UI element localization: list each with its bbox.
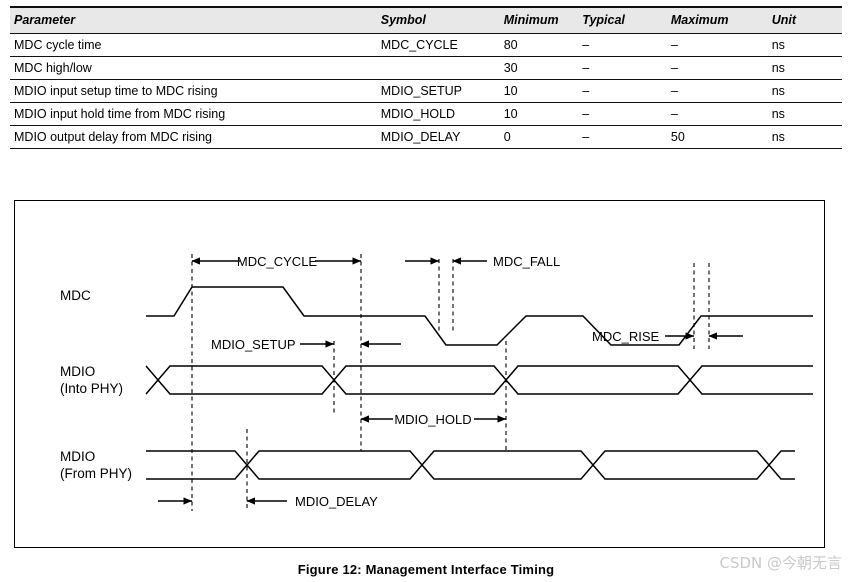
- timing-diagram-figure: MDC_CYCLE MDC_FALL MDC MDC_RISE MDIO_SET…: [14, 200, 825, 548]
- cell-parameter: MDC high/low: [10, 56, 377, 80]
- cell-typical: –: [578, 33, 667, 57]
- measure-mdio-hold: MDIO_HOLD: [360, 412, 506, 427]
- waveform-mdio-from-phy: [146, 450, 795, 480]
- figure-caption: Figure 12: Management Interface Timing: [297, 562, 555, 577]
- column-header-typical: Typical: [578, 6, 667, 34]
- cell-maximum: –: [666, 33, 768, 57]
- cell-unit: ns: [767, 79, 842, 103]
- csdn-watermark: CSDN @今朝无言: [719, 554, 842, 572]
- cell-parameter: MDIO output delay from MDC rising: [10, 125, 377, 149]
- measure-mdc-cycle: MDC_CYCLE: [191, 254, 361, 269]
- cell-unit: ns: [767, 33, 842, 57]
- label-mdio-hold: MDIO_HOLD: [394, 412, 471, 427]
- cell-parameter: MDC cycle time: [10, 33, 377, 57]
- cell-minimum: 30: [499, 56, 579, 80]
- cell-unit: ns: [767, 56, 842, 80]
- cell-symbol: MDIO_DELAY: [376, 125, 500, 149]
- cell-minimum: 0: [499, 125, 579, 149]
- waveform-mdio-into-phy: [145, 365, 813, 395]
- cell-typical: –: [578, 79, 667, 103]
- cell-typical: –: [578, 56, 667, 80]
- column-header-symbol: Symbol: [376, 6, 500, 34]
- signal-label-mdio-from-phy-line2: (From PHY): [60, 466, 132, 481]
- signal-label-mdio-into-phy-line1: MDIO: [60, 364, 95, 379]
- column-header-minimum: Minimum: [499, 6, 579, 34]
- label-mdio-delay: MDIO_DELAY: [295, 494, 378, 509]
- cell-maximum: 50: [666, 125, 768, 149]
- cell-symbol: [376, 56, 500, 80]
- table-header-row: Parameter Symbol Minimum Typical Maximum…: [10, 6, 842, 34]
- signal-label-mdio-from-phy-line1: MDIO: [60, 449, 95, 464]
- signal-label-mdio-into-phy-line2: (Into PHY): [60, 381, 123, 396]
- label-mdc-cycle: MDC_CYCLE: [237, 254, 318, 269]
- table-body: MDC cycle time MDC_CYCLE 80 – – ns MDC h…: [10, 33, 842, 149]
- table-row: MDIO output delay from MDC rising MDIO_D…: [10, 125, 842, 149]
- table-row: MDC high/low 30 – – ns: [10, 56, 842, 80]
- cell-minimum: 10: [499, 102, 579, 126]
- label-mdio-setup: MDIO_SETUP: [211, 337, 296, 352]
- cell-maximum: –: [666, 102, 768, 126]
- cell-unit: ns: [767, 125, 842, 149]
- cell-symbol: MDIO_HOLD: [376, 102, 500, 126]
- column-header-unit: Unit: [767, 6, 842, 34]
- cell-typical: –: [578, 102, 667, 126]
- table-row: MDIO input hold time from MDC rising MDI…: [10, 102, 842, 126]
- label-mdc-rise: MDC_RISE: [592, 329, 660, 344]
- waveform-mdc: [146, 286, 813, 346]
- cell-maximum: –: [666, 56, 768, 80]
- table-row: MDC cycle time MDC_CYCLE 80 – – ns: [10, 33, 842, 57]
- cell-unit: ns: [767, 102, 842, 126]
- cell-parameter: MDIO input setup time to MDC rising: [10, 79, 377, 103]
- cell-typical: –: [578, 125, 667, 149]
- reference-lines: [191, 254, 710, 511]
- column-header-parameter: Parameter: [10, 6, 377, 34]
- table-header: Parameter Symbol Minimum Typical Maximum…: [10, 6, 842, 34]
- table-row: MDIO input setup time to MDC rising MDIO…: [10, 79, 842, 103]
- label-mdc-fall: MDC_FALL: [493, 254, 560, 269]
- cell-symbol: MDIO_SETUP: [376, 79, 500, 103]
- column-header-maximum: Maximum: [666, 6, 768, 34]
- cell-symbol: MDC_CYCLE: [376, 33, 500, 57]
- cell-maximum: –: [666, 79, 768, 103]
- timing-diagram-svg: MDC_CYCLE MDC_FALL MDC MDC_RISE MDIO_SET…: [60, 254, 813, 511]
- cell-minimum: 10: [499, 79, 579, 103]
- measure-mdio-setup: MDIO_SETUP: [211, 337, 401, 352]
- cell-parameter: MDIO input hold time from MDC rising: [10, 102, 377, 126]
- measure-mdc-fall: MDC_FALL: [405, 254, 560, 269]
- measure-mdc-rise: MDC_RISE: [592, 329, 743, 344]
- signal-label-mdc: MDC: [60, 288, 91, 303]
- measure-mdio-delay: MDIO_DELAY: [158, 494, 378, 509]
- cell-minimum: 80: [499, 33, 579, 57]
- timing-parameter-table: Parameter Symbol Minimum Typical Maximum…: [10, 6, 842, 149]
